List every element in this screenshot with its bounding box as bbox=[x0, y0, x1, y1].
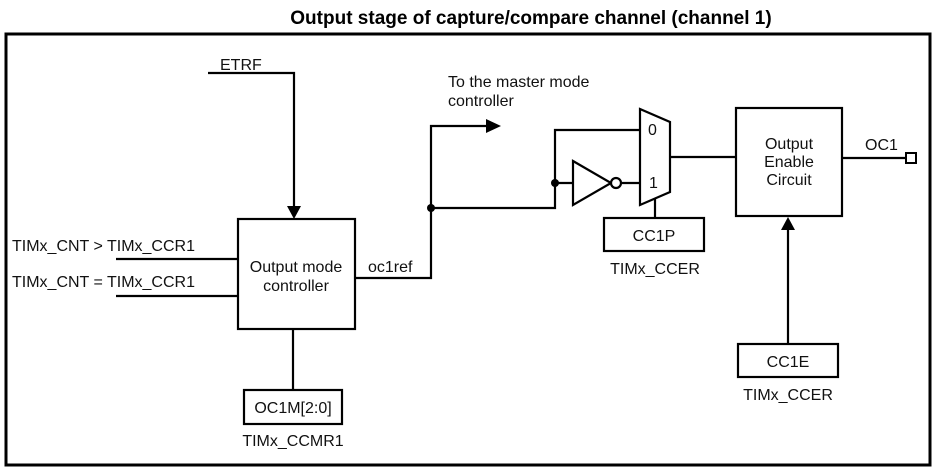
etrf-label: ETRF bbox=[220, 57, 262, 74]
oc1-pin-icon bbox=[905, 152, 917, 164]
diagram-title: Output stage of capture/compare channel … bbox=[290, 8, 771, 29]
oc1m-register-box bbox=[242, 388, 344, 426]
output-mode-controller-label-line2: controller bbox=[263, 278, 329, 295]
oc1ref-branch-wire bbox=[431, 128, 641, 210]
oc1m-field-label: OC1M[2:0] bbox=[254, 400, 331, 417]
outer-frame bbox=[4, 32, 932, 467]
master-mode-arrowhead-icon bbox=[486, 119, 501, 133]
oc1ref-label: oc1ref bbox=[368, 259, 413, 276]
oc1-label: OC1 bbox=[865, 137, 898, 154]
cnt-gt-ccr1-label: TIMx_CNT > TIMx_CCR1 bbox=[12, 238, 195, 255]
master-mode-label-line2: controller bbox=[448, 93, 514, 110]
output-enable-label-line3: Circuit bbox=[766, 172, 812, 189]
cc1e-arrowhead-icon bbox=[781, 217, 795, 230]
inverter-gate-icon bbox=[571, 159, 614, 207]
cc1e-field-label: CC1E bbox=[767, 354, 810, 371]
oc1m-register-label: TIMx_CCMR1 bbox=[242, 433, 343, 450]
oc1ref-wire bbox=[355, 124, 497, 280]
cc1p-register-label: TIMx_CCER bbox=[610, 261, 700, 278]
output-enable-label-line1: Output bbox=[765, 136, 814, 153]
etrf-wire bbox=[208, 71, 296, 208]
output-mode-controller-label-line1: Output mode bbox=[250, 259, 343, 276]
cc1e-register-label: TIMx_CCER bbox=[743, 387, 833, 404]
cnt-eq-ccr1-label: TIMx_CNT = TIMx_CCR1 bbox=[12, 274, 195, 291]
cc1p-field-label: CC1P bbox=[633, 228, 676, 245]
output-enable-label-line2: Enable bbox=[764, 154, 814, 171]
mux-input-0-label: 0 bbox=[648, 122, 657, 139]
output-enable-circuit-block bbox=[734, 106, 844, 218]
mux-input-1-label: 1 bbox=[649, 175, 658, 192]
output-mode-controller-block bbox=[236, 217, 357, 331]
master-mode-label-line1: To the master mode bbox=[448, 74, 590, 91]
polarity-mux-icon bbox=[638, 107, 672, 207]
cc1e-register-box bbox=[736, 342, 840, 379]
inverter-bubble-icon bbox=[609, 176, 623, 190]
cc1p-register-box bbox=[602, 216, 706, 253]
etrf-arrowhead-icon bbox=[287, 206, 301, 219]
